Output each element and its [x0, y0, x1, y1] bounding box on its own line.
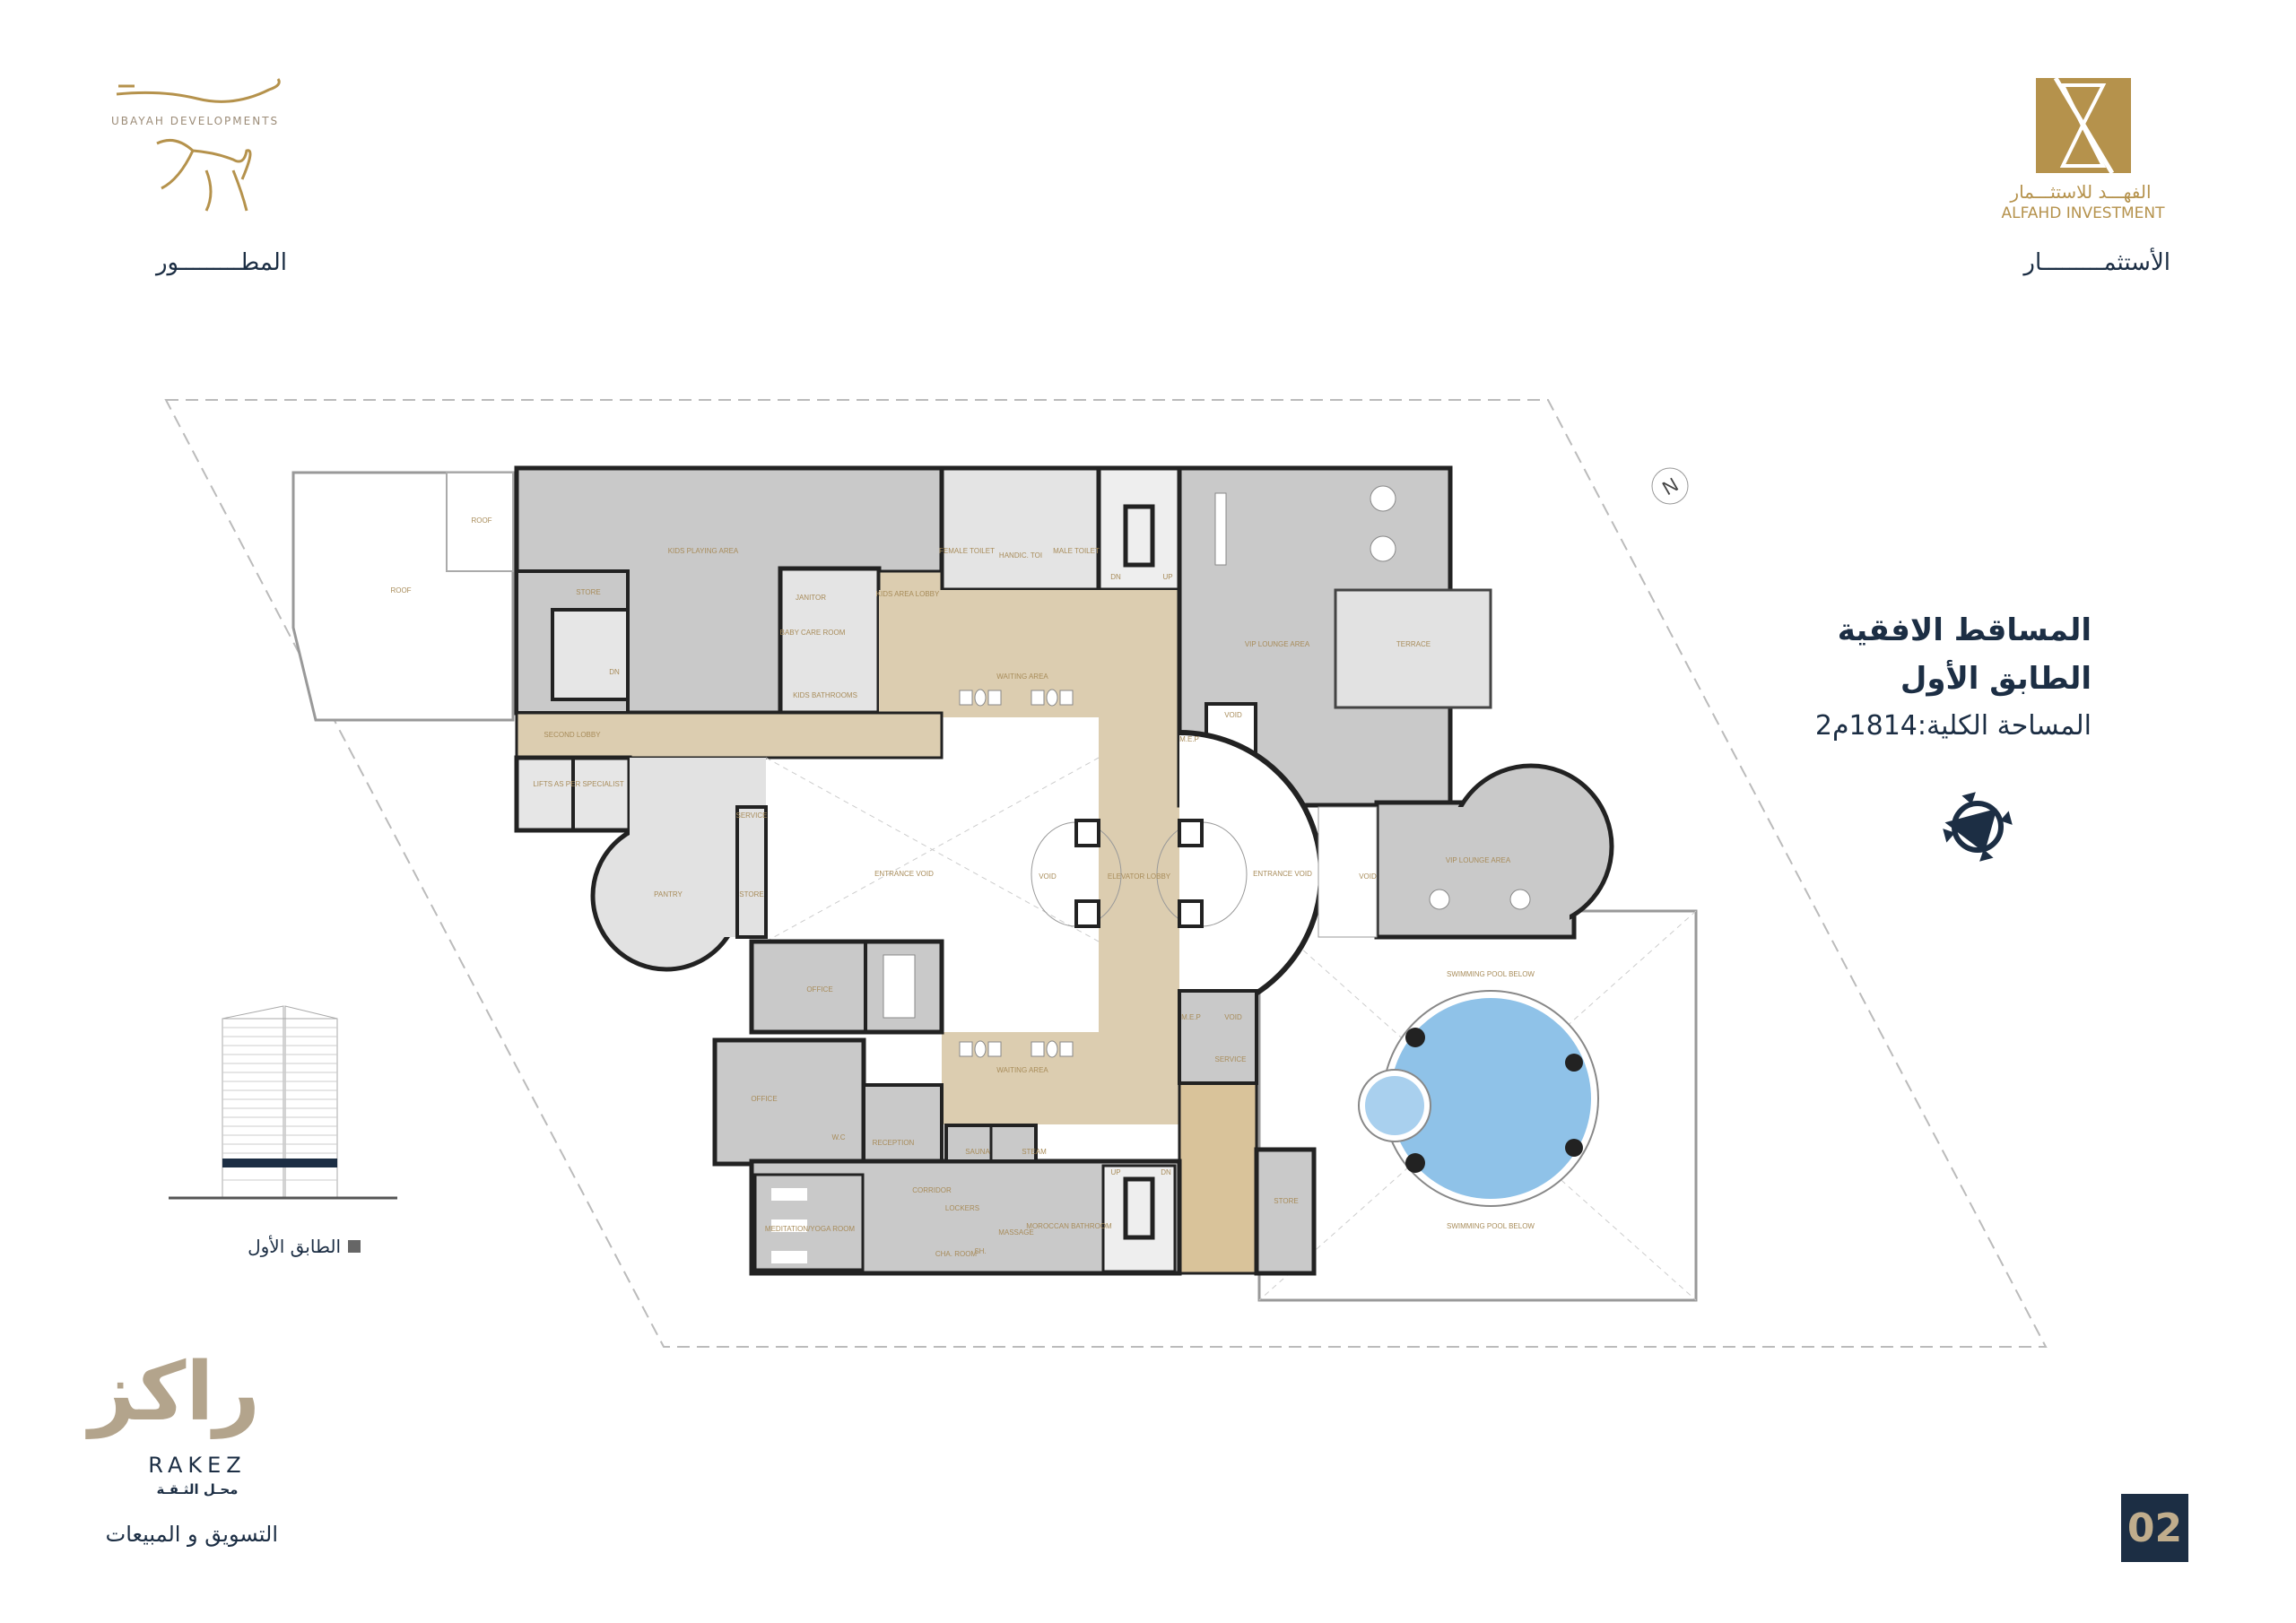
room-label: ROOF [390, 586, 411, 595]
second-lobby [515, 711, 944, 759]
room-label: VOID [1224, 711, 1242, 719]
room-label: KIDS AREA LOBBY [876, 590, 940, 598]
svg-text:N: N [1658, 473, 1682, 500]
room-label: SH. [974, 1247, 986, 1255]
developer-label: المطـــــــــور [155, 249, 287, 276]
room-label: MEDITATION/YOGA ROOM [765, 1225, 855, 1233]
marketing-label: التسويق و المبيعات [105, 1522, 278, 1547]
room-label: UP [1162, 573, 1172, 581]
legend-label: الطابق الأول [248, 1236, 341, 1257]
room-label: W.C [831, 1133, 845, 1141]
room-label: M.E.P [1181, 1013, 1201, 1021]
alfahd-logo-text-ar: الفهـــد للاستثـــمار [2010, 181, 2152, 203]
room-label: DN [1110, 573, 1121, 581]
room-label: ENTRANCE VOID [874, 870, 934, 878]
room-label: TERRACE [1396, 640, 1431, 648]
office-2 [712, 1037, 866, 1167]
room-label: SERVICE [1215, 1055, 1247, 1063]
room-label: UP [1110, 1168, 1120, 1176]
room-label: SWIMMING POOL BELOW [1447, 970, 1535, 978]
total-area: المساحة الكلية:1814م2 [1814, 710, 2092, 742]
elevation-legend: الطابق الأول [224, 1236, 361, 1257]
store-right [1254, 1147, 1317, 1276]
room-label: JANITOR [796, 594, 826, 602]
room-label: VOID [1039, 872, 1057, 881]
room-label: HANDIC. TOI [999, 551, 1042, 560]
rakez-logo-text-ar: راكز [89, 1345, 260, 1439]
room-label: VOID [1224, 1013, 1242, 1021]
page-title: المساقط الافقية [1837, 612, 2092, 648]
room-label: MOROCCAN BATHROOM [1026, 1222, 1112, 1230]
page-number: 02 [2121, 1494, 2188, 1562]
reception [862, 1083, 944, 1163]
ubayah-logo [116, 78, 281, 212]
room-label: BABY CARE ROOM [780, 629, 846, 637]
room-label: PANTRY [654, 890, 683, 898]
room-label: STORE [576, 588, 600, 596]
room-label: OFFICE [806, 985, 832, 994]
stair-bottom [1101, 1164, 1177, 1273]
legend-swatch-icon [348, 1240, 361, 1253]
room-label: KIDS BATHROOMS [793, 691, 857, 699]
mep-service [1178, 989, 1258, 1085]
site-boundary [164, 399, 2048, 1348]
toilets-block [939, 465, 1101, 593]
alfahd-logo [2036, 76, 2131, 175]
room-label: LOCKERS [945, 1204, 979, 1212]
ubayah-logo-text: UBAYAH DEVELOPMENTS [111, 115, 280, 127]
room-label: VIP LOUNGE AREA [1446, 856, 1511, 864]
stair-top [1096, 465, 1182, 593]
room-label: FEMALE TOILET [939, 547, 995, 555]
room-label: ELEVATOR LOBBY [1108, 872, 1171, 881]
room-label: KIDS PLAYING AREA [668, 547, 739, 555]
rakez-tagline: محـل الثـقـة [156, 1481, 239, 1497]
roof-small [446, 472, 514, 572]
highlighted-floor [222, 1159, 337, 1167]
room-label: WAITING AREA [996, 673, 1048, 681]
room-label: SAUNA [965, 1148, 990, 1156]
room-label: CORRIDOR [912, 1186, 952, 1194]
room-label: STORE [1274, 1197, 1298, 1205]
room-label: CHA. ROOM [935, 1250, 978, 1258]
room-label: OFFICE [751, 1095, 777, 1103]
room-label: MASSAGE [998, 1228, 1034, 1237]
room-label: SWIMMING POOL BELOW [1447, 1222, 1535, 1230]
room-label: DN [609, 668, 620, 676]
room-label: ROOF [471, 516, 491, 525]
room-label: VIP LOUNGE AREA [1245, 640, 1310, 648]
room-label: SECOND LOBBY [544, 731, 601, 739]
room-label: ENTRANCE VOID [1253, 870, 1312, 878]
room-label: MALE TOILET [1053, 547, 1100, 555]
terrace [1334, 588, 1492, 709]
room-label: LIFTS AS PER SPECIALIST [533, 780, 623, 788]
room-label: STORE [739, 890, 763, 898]
room-label: WAITING AREA [996, 1066, 1048, 1074]
stair-ramp [1178, 1081, 1258, 1275]
room-label: RECEPTION [873, 1139, 915, 1147]
entrance-stair [1318, 806, 1378, 938]
room-label: SERVICE [736, 812, 768, 820]
alfahd-logo-text-en: ALFAHD INVESTMENT [2001, 204, 2165, 222]
room-label: STEAM [1022, 1148, 1047, 1156]
floor-title: الطابق الأول [1900, 661, 2092, 697]
room-label: M.E.P [1179, 735, 1199, 743]
building-elevation [169, 1005, 397, 1200]
stair-left [551, 608, 630, 701]
service-store [735, 805, 768, 939]
room-label: VOID [1359, 872, 1377, 881]
north-arrow-icon: N [1651, 467, 1689, 505]
room-label: DN [1161, 1168, 1171, 1176]
rakez-logo-text-en: RAKEZ [148, 1453, 247, 1478]
compass-icon [1943, 792, 2013, 862]
investor-label: الأستثمـــــــــار [2023, 249, 2170, 276]
